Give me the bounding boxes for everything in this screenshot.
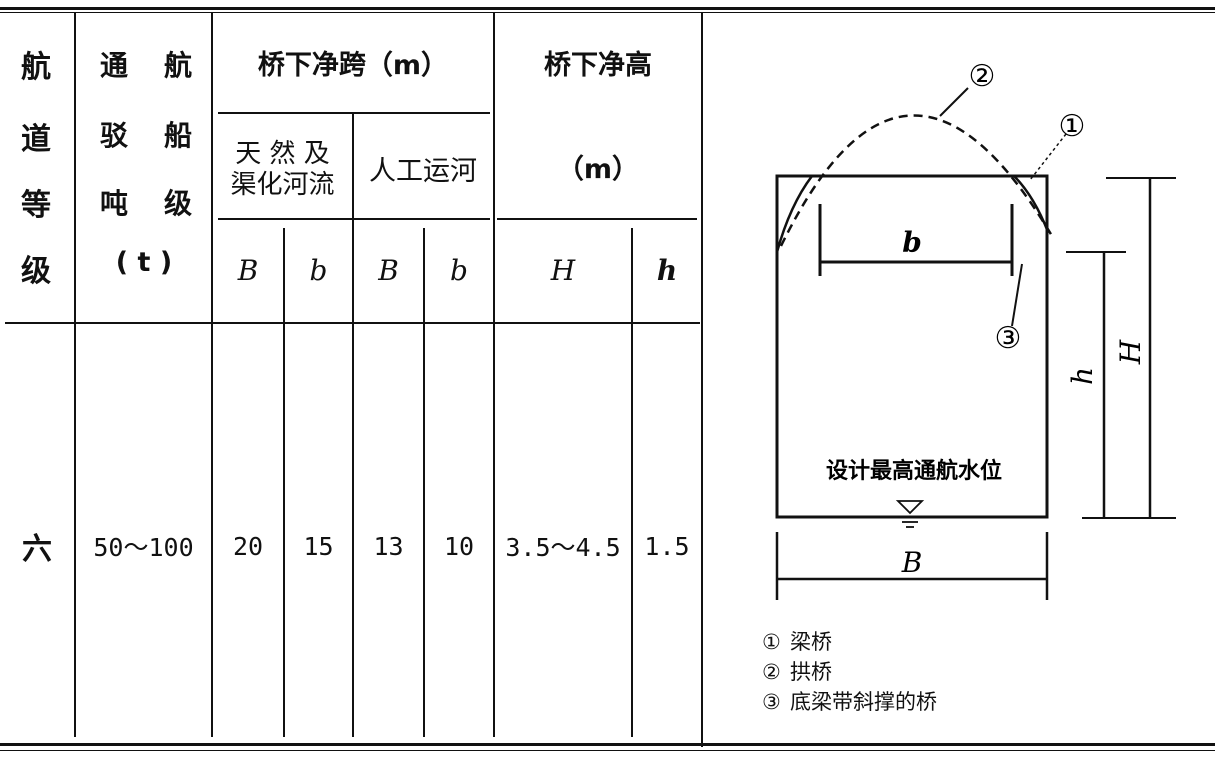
B-label: B	[901, 546, 923, 579]
b-label: b	[902, 226, 922, 259]
row-canal-B: 13	[373, 531, 404, 561]
row-h: 1.5	[644, 531, 690, 561]
right-brace	[1013, 175, 1050, 233]
col-rule-7	[631, 228, 633, 737]
legend-item: ① 梁桥	[762, 626, 832, 656]
row-grade: 六	[22, 532, 52, 567]
symbol-B-canal: B	[378, 253, 399, 287]
tonnage-header-char: 航	[163, 49, 192, 82]
col-rule-2	[211, 12, 213, 737]
legend-item: ② 拱桥	[762, 656, 832, 686]
top-rule-inner	[0, 12, 1215, 13]
legend-item: ③ 底梁带斜撑的桥	[762, 686, 937, 716]
symbol-B-natural: B	[237, 253, 259, 287]
tonnage-header-char: 吨	[100, 187, 129, 220]
grade-header-char: 道	[21, 122, 51, 157]
tonnage-unit: ( t )	[115, 246, 173, 278]
span-sub-rule	[218, 218, 490, 220]
legend-text: 底梁带斜撑的桥	[790, 690, 937, 714]
tonnage-header-char: 通	[100, 49, 129, 82]
grade-header-char: 级	[21, 254, 51, 289]
symbol-h: h	[656, 253, 678, 287]
bridge-clearance-diagram: ② ① ③ b h H 设计最高通航水位 B	[775, 59, 1176, 600]
top-rule	[0, 7, 1215, 10]
col-rule-6	[493, 12, 495, 737]
tonnage-header-char: 级	[163, 187, 192, 220]
row-natural-B: 20	[232, 531, 264, 561]
symbol-b-canal: b	[450, 253, 468, 287]
legend-marker: ②	[762, 660, 781, 684]
tonnage-header-row: 吨 级	[100, 182, 192, 222]
water-level-symbol	[895, 500, 925, 528]
height-group-unit: （m）	[556, 153, 640, 185]
row-H: 3.5～4.5	[505, 533, 621, 562]
legend-text: 梁桥	[790, 630, 832, 654]
tonnage-header-row: 通 航	[100, 44, 192, 84]
water-level-label: 设计最高通航水位	[826, 458, 1002, 484]
symbol-H: H	[550, 253, 576, 287]
col-rule-3	[283, 228, 285, 737]
grade-header-char: 航	[21, 50, 51, 85]
legend-marker: ③	[762, 690, 781, 714]
marker-2: ②	[969, 59, 996, 94]
tonnage-header-row: 驳 船	[100, 114, 192, 154]
marker-1-leader	[1029, 133, 1067, 181]
span-group-title: 桥下净跨（m）	[257, 49, 449, 81]
arch-bridge-curve	[779, 114, 1054, 247]
span-title-rule	[218, 112, 490, 114]
row-tonnage: 50～100	[93, 533, 194, 562]
row-canal-b: 10	[443, 531, 475, 561]
tonnage-header-char: 船	[163, 119, 192, 152]
symbol-b-natural: b	[309, 253, 328, 287]
canal-header: 人工运河	[369, 155, 477, 187]
h-label: h	[1066, 367, 1099, 385]
bottom-rule-inner	[0, 750, 1215, 751]
col-rule-5	[423, 228, 425, 737]
grade-header-char: 等	[21, 188, 51, 223]
legend-marker: ①	[762, 630, 781, 654]
marker-3: ③	[995, 321, 1022, 356]
tonnage-header-char: 驳	[100, 119, 129, 152]
col-rule-8	[701, 12, 703, 747]
bottom-rule	[0, 743, 1215, 746]
marker-3-leader	[1011, 263, 1023, 327]
legend-text: 拱桥	[790, 660, 832, 684]
marker-1: ①	[1059, 109, 1086, 144]
natural-river-line2: 渠化河流	[230, 169, 335, 200]
left-brace	[775, 175, 813, 253]
col-rule-1	[74, 12, 76, 737]
col-rule-4	[352, 114, 354, 737]
height-group-title: 桥下净高	[544, 49, 652, 81]
marker-2-leader	[939, 87, 969, 117]
H-label: H	[1114, 339, 1147, 365]
natural-river-line1: 天 然 及	[235, 138, 330, 169]
row-natural-b: 15	[303, 531, 334, 561]
height-sub-rule	[497, 218, 697, 220]
